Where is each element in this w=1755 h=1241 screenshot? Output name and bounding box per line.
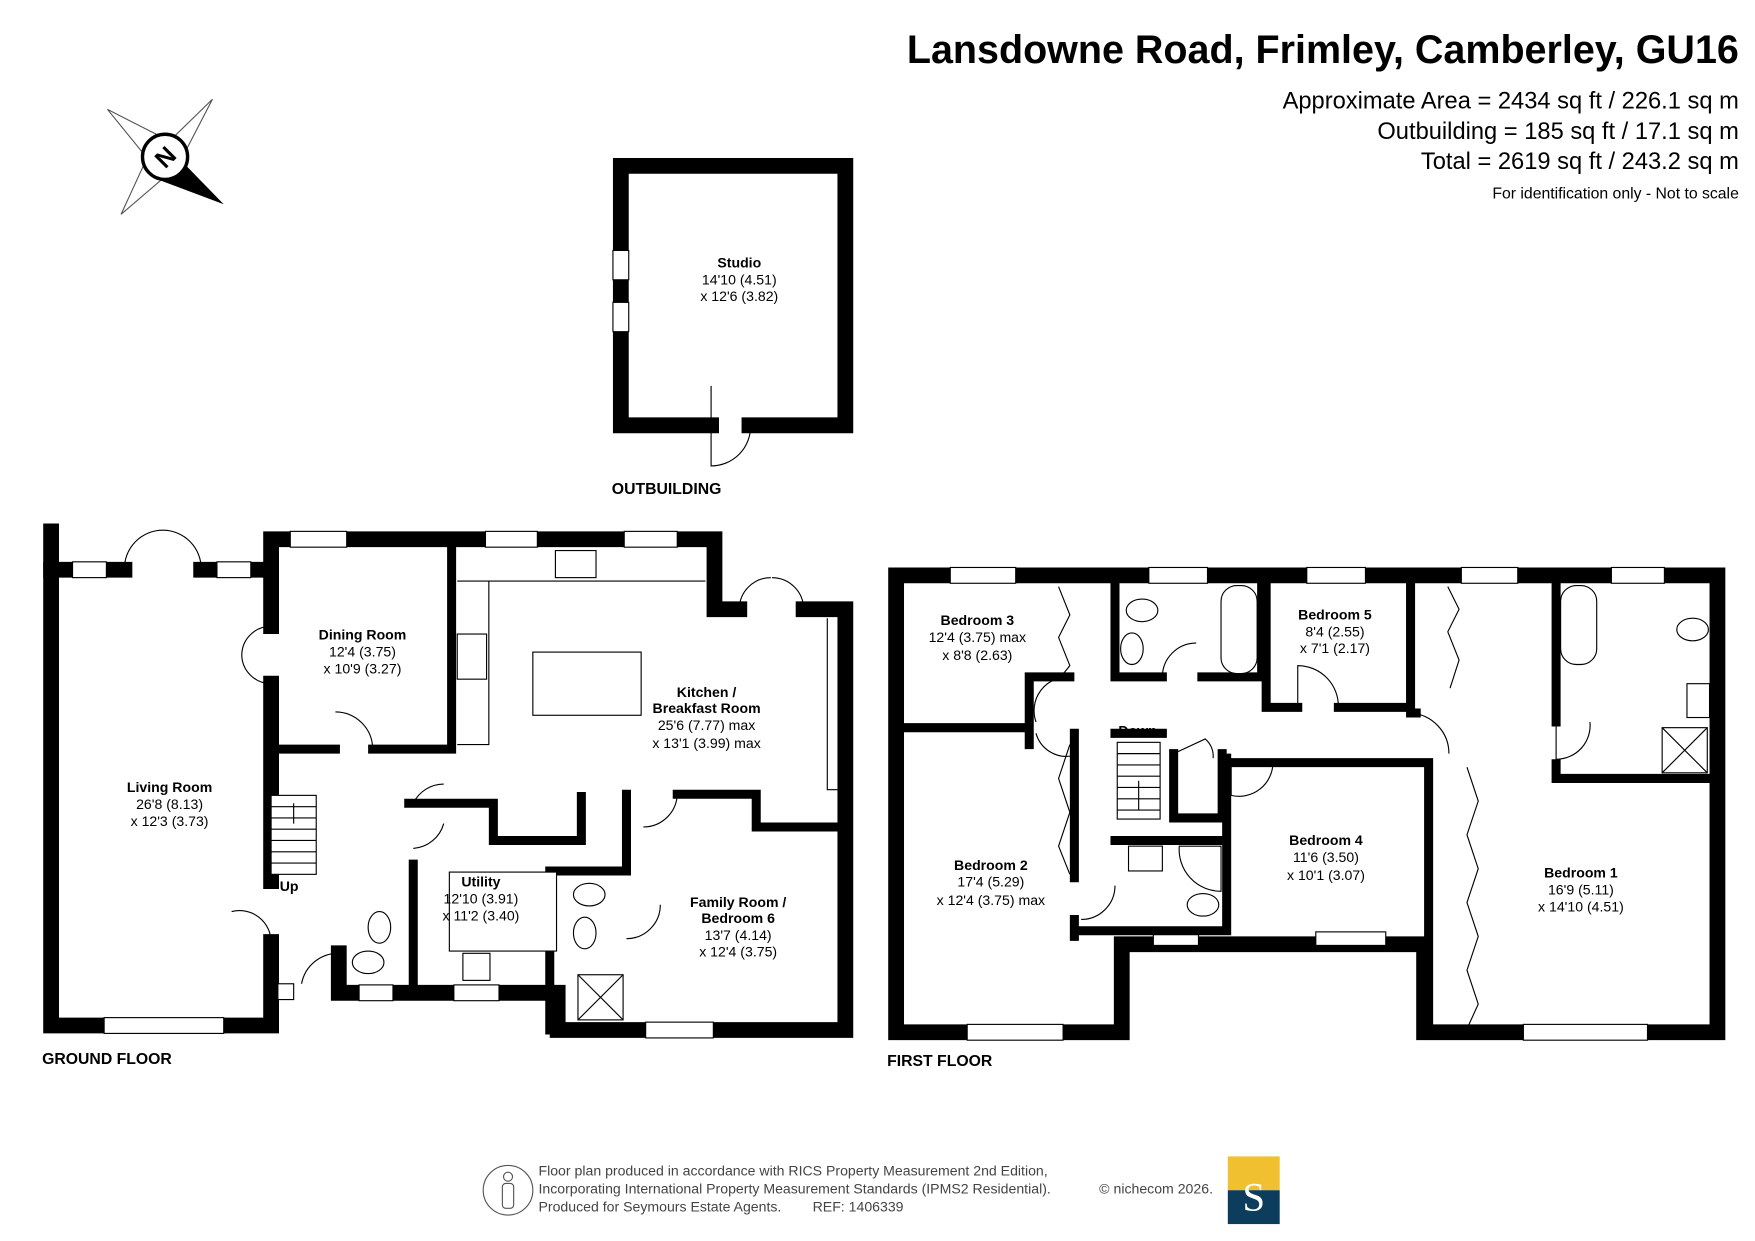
logo-letter: S [1242,1175,1265,1220]
floor-label-first: FIRST FLOOR [887,1053,993,1070]
room-dim: 12'10 (3.91) [444,891,519,907]
stairs-up-label: Up [280,878,299,894]
basin-icon [1686,683,1711,719]
room-dim: x 10'1 (3.07) [1287,867,1365,883]
room-dim: x 12'6 (3.82) [700,288,778,304]
door-icon [710,385,752,467]
room-dim: 16'9 (5.11) [1548,882,1614,898]
bath-icon [1220,584,1258,675]
room-dim: x 12'4 (3.75) max [937,892,1045,908]
toilet-icon [351,950,385,975]
footer-line-3: Produced for Seymours Estate Agents. [538,1199,781,1215]
total-area: Total = 2619 sq ft / 243.2 sq m [1421,149,1739,175]
room-dim: 25'6 (7.77) max [658,717,755,733]
footer-copyright: © nichecom 2026. [1099,1181,1213,1197]
room-dim: x 14'10 (4.51) [1538,899,1624,915]
room-dim: 12'4 (3.75) max [929,629,1026,645]
stairs-down-label: Down [1118,723,1156,739]
room-dim: 8'4 (2.55) [1305,623,1364,639]
property-title: Lansdowne Road, Frimley, Camberley, GU16 [907,28,1739,72]
staircase-up-icon [270,794,317,875]
toilet-icon [572,882,606,907]
room-name-studio: Studio [717,254,761,270]
hob-icon [456,633,488,680]
room-dim: 11'6 (3.50) [1293,849,1359,865]
room-name-kitchen: Kitchen / [677,684,737,700]
room-dim: 17'4 (5.29) [957,874,1024,890]
corner-shower-icon [1178,845,1222,892]
room-dim: x 10'9 (3.27) [324,661,402,677]
seymours-logo: S [1227,1156,1280,1225]
room-dim: x 8'8 (2.63) [942,647,1012,663]
room-dim: x 11'2 (3.40) [443,908,520,924]
basin-icon [1127,845,1163,872]
toilet-icon [1125,598,1159,623]
kitchen-island [532,651,642,716]
room-name-living-room: Living Room [127,779,212,795]
room-name-family-room-line2: Bedroom 6 [701,910,775,926]
room-dim: x 12'4 (3.75) [699,944,777,960]
approximate-area: Approximate Area = 2434 sq ft / 226.1 sq… [1283,88,1739,114]
staircase-down-icon [1116,741,1161,820]
room-name-bedroom-5: Bedroom 5 [1298,606,1372,622]
room-name-bedroom-2: Bedroom 2 [954,857,1028,873]
room-name-utility: Utility [461,874,500,890]
basin-icon [572,916,597,950]
footer: Floor plan produced in accordance with R… [482,1156,1280,1225]
compass-icon: N [107,98,224,215]
first-floor-plan: Down Bedroom 3 12'4 (3.75) max x 8'8 (2.… [887,566,1726,1070]
bath-icon [1560,584,1598,666]
room-dim: 13'7 (4.14) [705,927,772,943]
footer-line-2: Incorporating International Property Mea… [538,1181,1050,1197]
floor-label-outbuilding: OUTBUILDING [612,481,722,498]
room-name-family-room: Family Room / [690,894,786,910]
room-dim: 26'8 (8.13) [136,796,203,812]
floor-label-ground: GROUND FLOOR [42,1051,172,1068]
room-name-bedroom-3: Bedroom 3 [941,612,1015,628]
sink-icon [554,549,597,579]
ground-floor-plan: Up Living Room 26'8 (8.13) x 12'3 (3.73)… [42,523,854,1068]
footer-ref: REF: 1406339 [813,1199,904,1215]
room-dim: 14'10 (4.51) [702,271,777,287]
room-name-kitchen-line2: Breakfast Room [653,700,761,716]
room-dim: x 7'1 (2.17) [1300,640,1370,656]
room-name-bedroom-1: Bedroom 1 [1544,865,1618,881]
room-dim: 12'4 (3.75) [329,644,396,660]
room-dim: x 13'1 (3.99) max [652,735,760,751]
person-icon [482,1164,534,1216]
scale-note: For identification only - Not to scale [1492,186,1739,203]
room-name-dining-room: Dining Room [319,627,407,643]
room-dim: x 12'3 (3.73) [131,813,209,829]
footer-line-1: Floor plan produced in accordance with R… [538,1163,1047,1179]
outbuilding-area: Outbuilding = 185 sq ft / 17.1 sq m [1377,119,1738,145]
header: Lansdowne Road, Frimley, Camberley, GU16… [907,28,1739,202]
toilet-icon [1676,617,1709,642]
toilet-icon [1186,892,1220,917]
basin-icon [367,911,392,944]
room-name-bedroom-4: Bedroom 4 [1289,832,1363,848]
utility-sink-icon [462,952,491,981]
basin-icon [1120,632,1144,666]
outbuilding-plan: Studio 14'10 (4.51) x 12'6 (3.82) OUTBUI… [612,157,854,498]
